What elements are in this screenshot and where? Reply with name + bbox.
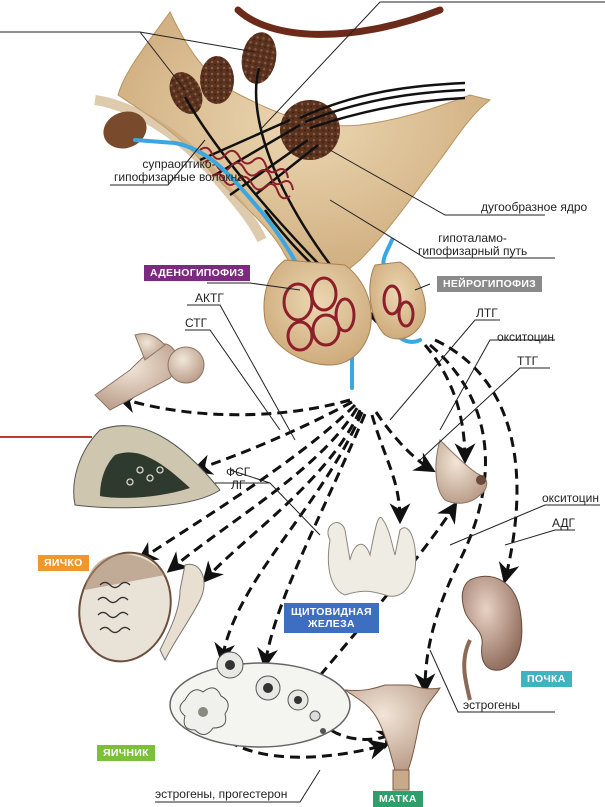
kidney-tag: ПОЧКА	[521, 671, 572, 687]
commissure	[234, 6, 444, 38]
tract-line1: гипоталамо-	[438, 231, 507, 245]
path-ltg-breast	[374, 411, 436, 473]
path-fsg-testis-1	[136, 403, 357, 563]
path-ttg-thyroid	[370, 414, 411, 525]
actg-label: АКТГ	[195, 291, 224, 305]
lg-label: ЛГ	[230, 478, 246, 492]
estrogens-label: эстрогены	[463, 698, 521, 712]
adenohypophysis-tag: АДЕНОГИПОФИЗ	[144, 265, 251, 281]
neurohypophysis-tag: НЕЙРОГИПОФИЗ	[437, 276, 543, 292]
fsg-label: ФСГ	[226, 465, 251, 479]
tract-line2: гипофизарный путь	[418, 244, 528, 258]
path-fsg-ovary	[214, 411, 364, 665]
ltg-label: ЛТГ	[476, 306, 498, 320]
path-lg-ovary	[257, 413, 367, 670]
path-lg-testis	[202, 409, 362, 584]
path-oxytocin-uterus	[414, 343, 487, 695]
thyroid-gland	[327, 517, 417, 597]
arcuate-nucleus-label: дугообразное ядро	[481, 200, 588, 214]
bone-femur	[94, 333, 205, 411]
path-fsg-testis-2	[166, 407, 359, 573]
supraoptic-fibers-line2: гипофизарные волокна	[114, 170, 244, 184]
ovary	[169, 651, 351, 748]
thyroid-tag-line1: ЩИТОВИДНАЯ	[291, 606, 372, 618]
path-actg-adrenal	[191, 400, 353, 475]
kidney	[461, 575, 523, 701]
supraoptic-fibers-label: супраоптико- гипофизарные волокна	[114, 158, 244, 184]
pituitary-gland	[263, 259, 426, 366]
hormone-pathways	[115, 338, 520, 760]
path-stg-bone	[115, 393, 351, 417]
fsg-lg-label: ФСГ ЛГ	[226, 466, 250, 492]
thyroid-tag-line2: ЖЕЛЕЗА	[308, 618, 355, 630]
estrogens-progesterone-label: эстрогены, прогестерон	[155, 787, 288, 801]
adrenal-gland	[73, 425, 221, 509]
path-oxytocin-breast	[423, 344, 476, 465]
supraoptic-fibers-line1: супраоптико-	[142, 157, 216, 171]
oxytocin-right-label: окситоцин	[542, 491, 599, 505]
testis-tag: ЯИЧКО	[38, 555, 89, 571]
ovary-tag: ЯИЧНИК	[97, 745, 155, 761]
mammary-gland	[435, 439, 488, 504]
hypothalamic-nuclei	[103, 32, 340, 160]
path-adg-kidney	[434, 338, 520, 585]
uterus-tag: МАТКА	[373, 791, 423, 807]
ttg-label: ТТГ	[517, 354, 539, 368]
thyroid-tag: ЩИТОВИДНАЯ ЖЕЛЕЗА	[284, 603, 379, 633]
hypothalamo-pituitary-tract-label: гипоталамо- гипофизарный путь	[418, 232, 527, 258]
uterus	[344, 684, 442, 791]
adg-label: АДГ	[552, 516, 576, 530]
testis	[78, 551, 205, 663]
stg-label: СТГ	[185, 316, 208, 330]
oxytocin-top-label: окситоцин	[497, 330, 554, 344]
